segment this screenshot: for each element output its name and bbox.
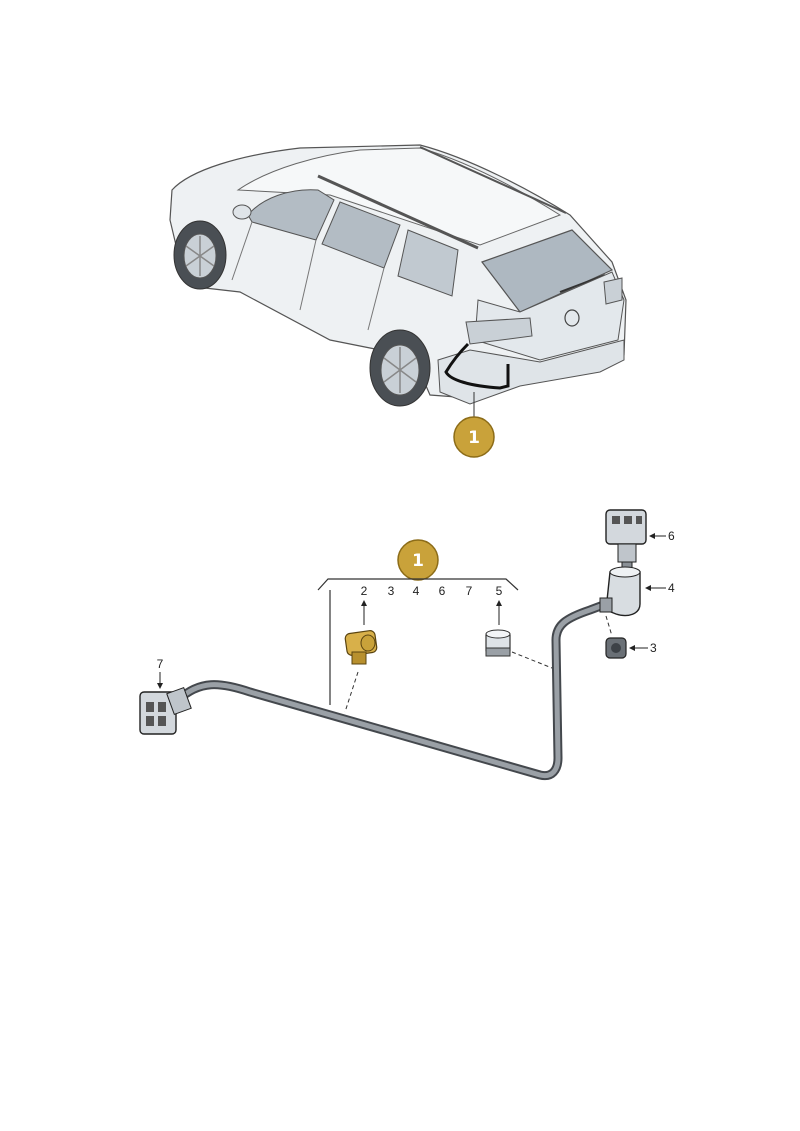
roof-rail: [419, 146, 567, 214]
bracket-number: 4: [413, 584, 420, 598]
nut-dashed-leader: [605, 615, 613, 637]
door-line: [231, 221, 385, 331]
car-illustration: [169, 144, 627, 407]
part7-connector[interactable]: [139, 686, 192, 735]
bracket-number: 2: [361, 584, 368, 598]
wiring-harness: [173, 599, 611, 781]
part3-nut[interactable]: [605, 637, 627, 659]
callout-label-part3: 3: [650, 641, 657, 655]
overview-badge[interactable]: 1: [453, 416, 495, 458]
part2-parking-sensor[interactable]: [344, 630, 378, 665]
tail-light-left: [465, 317, 533, 345]
callout-label-part7: 7: [157, 657, 164, 671]
part6-connector[interactable]: [605, 509, 647, 581]
front-wheel: [173, 220, 227, 290]
rear-wheel: [369, 329, 431, 407]
side-window-front: [247, 189, 335, 241]
rear-window: [481, 229, 614, 313]
rear-emblem-icon: [564, 309, 580, 327]
side-window-quarter: [397, 229, 459, 297]
part4-grommet[interactable]: [599, 566, 641, 617]
sensor-dashed-leader: [344, 671, 359, 713]
assembly-bracket: [317, 578, 519, 591]
holder-dashed-leader: [511, 651, 553, 669]
bracket-number: 6: [439, 584, 446, 598]
harness-routing-line: [444, 342, 510, 390]
bracket-number: 7: [466, 584, 473, 598]
overview-badge-label: 1: [468, 428, 480, 448]
bracket-number: 3: [388, 584, 395, 598]
callout-label-part6: 6: [668, 529, 675, 543]
tail-light-right: [603, 277, 623, 305]
part5-sensor-holder[interactable]: [485, 629, 511, 657]
bracket-number: 5: [496, 584, 503, 598]
detail-badge[interactable]: 1: [397, 539, 439, 581]
detail-badge-label: 1: [412, 551, 424, 571]
roof-rail: [317, 174, 479, 250]
side-mirror: [232, 204, 252, 220]
callout-label-part4: 4: [668, 581, 675, 595]
